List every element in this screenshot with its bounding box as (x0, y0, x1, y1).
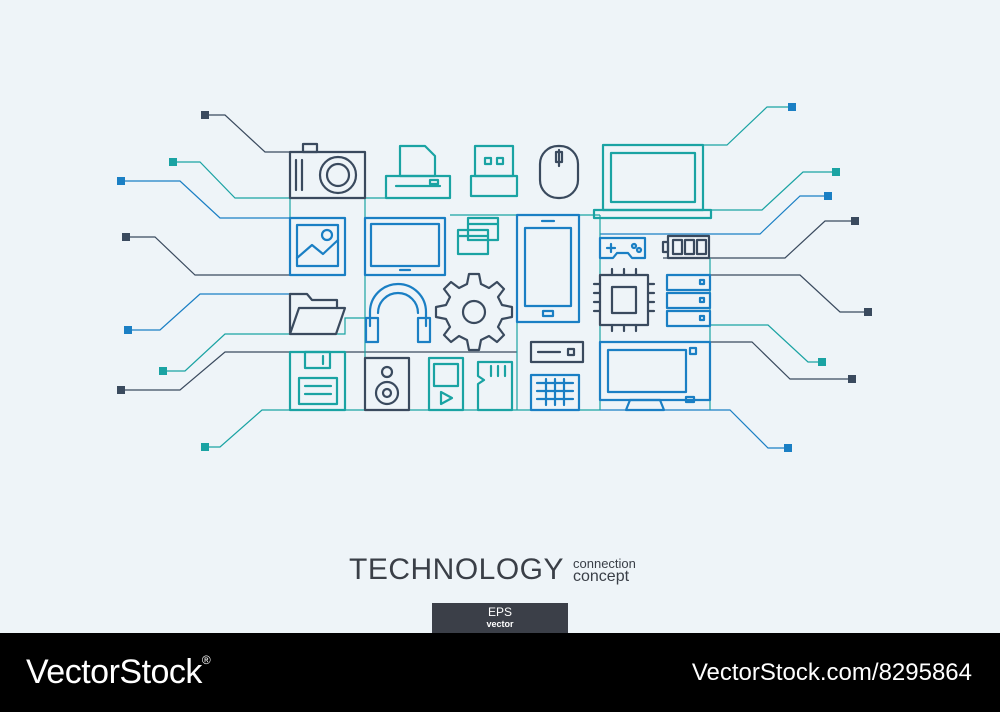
settings-gear-icon (434, 272, 514, 352)
desktop-computer-icon (598, 340, 712, 412)
title-concept: concept (573, 568, 630, 585)
image-id-text: VectorStock.com/8295864 (691, 659, 972, 686)
connector-node (832, 168, 840, 176)
connector-line (128, 293, 290, 331)
vectorstock-logo: VectorStock® (26, 653, 211, 692)
connector-node (201, 111, 209, 119)
connector-node (122, 233, 130, 241)
connector-line (205, 409, 600, 448)
server-rack-icon (665, 273, 712, 328)
brand-name: VectorStock (26, 653, 202, 691)
dvd-drive-icon (529, 340, 585, 364)
connector-line (703, 106, 792, 146)
footer-bar: VectorStock® VectorStock.com/8295864 (0, 633, 1000, 712)
connector-line (711, 171, 836, 211)
sd-card-icon (476, 360, 514, 412)
title-connection: connection (573, 556, 636, 571)
connector-node (117, 177, 125, 185)
printer-icon (384, 144, 452, 200)
connector-line (600, 195, 828, 235)
connector-node (169, 158, 177, 166)
headphones-icon (364, 282, 432, 344)
connector-node (201, 443, 209, 451)
connector-node (824, 192, 832, 200)
tablet-icon (363, 216, 447, 277)
connector-node (851, 217, 859, 225)
connector-node (818, 358, 826, 366)
connector-line (600, 341, 852, 380)
registered-mark: ® (201, 653, 211, 667)
keyboard-icon (529, 373, 581, 412)
media-player-icon (427, 356, 465, 412)
windows-icon (456, 216, 500, 256)
connector-line (600, 409, 788, 449)
connector-node (848, 375, 856, 383)
camera-icon (288, 142, 367, 200)
cpu-chip-icon (592, 267, 656, 333)
laptop-icon (592, 143, 713, 220)
smartphone-icon (515, 213, 581, 324)
connector-line (710, 324, 822, 363)
connector-node (788, 103, 796, 111)
folder-icon (288, 292, 347, 336)
connector-node (117, 386, 125, 394)
connector-node (864, 308, 872, 316)
connector-line (121, 351, 517, 391)
usb-drive-icon (469, 144, 519, 198)
speaker-icon (363, 356, 411, 412)
badge-vector-label: vector (486, 619, 514, 629)
connector-line (126, 236, 290, 276)
battery-icon (661, 234, 711, 260)
gamepad-icon (598, 236, 647, 260)
badge-eps-label: EPS (487, 605, 512, 619)
title-technology: TECHNOLOGY (349, 553, 565, 586)
floppy-disk-icon (288, 350, 347, 412)
connector-nodes (117, 103, 872, 452)
connector-lines (121, 106, 868, 449)
eps-vector-badge: EPS vector (432, 603, 568, 633)
connector-line (163, 317, 365, 372)
connector-line (205, 114, 290, 153)
mouse-icon (538, 144, 580, 200)
connector-line (710, 274, 868, 313)
connector-line (121, 180, 290, 219)
connector-node (784, 444, 792, 452)
connector-node (159, 367, 167, 375)
connector-node (124, 326, 132, 334)
image-icon (288, 216, 347, 277)
connector-line (663, 220, 855, 259)
